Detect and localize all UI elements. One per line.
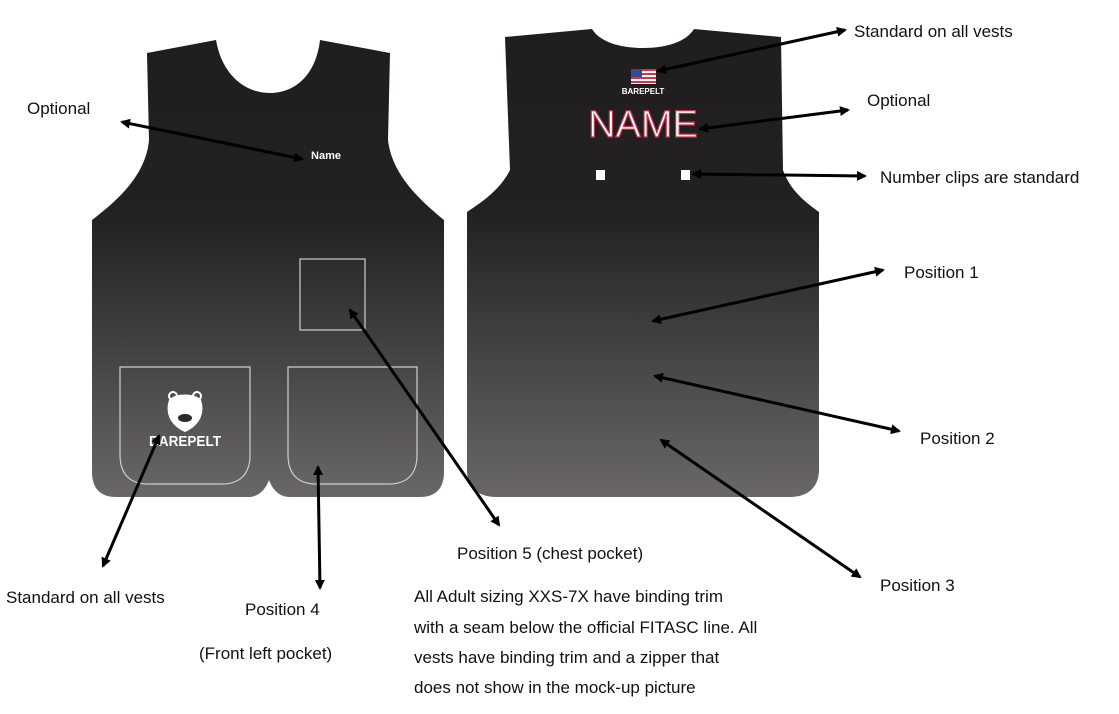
back-name-text: NAME bbox=[588, 104, 698, 146]
back-vest-body bbox=[467, 29, 819, 497]
number-clip-right bbox=[681, 170, 690, 180]
note-line: does not show in the mock-up picture bbox=[414, 678, 696, 697]
number-clip-left bbox=[596, 170, 605, 180]
front-logo-text: BAREPELT bbox=[149, 433, 221, 450]
label-position-3: Position 3 bbox=[880, 576, 955, 595]
back-brand-text: BAREPELT bbox=[622, 87, 665, 96]
arrow-optional-front bbox=[120, 118, 304, 163]
label-position-4-note: (Front left pocket) bbox=[199, 644, 332, 663]
arrow-position-3 bbox=[659, 438, 862, 579]
label-optional-back: Optional bbox=[867, 91, 930, 110]
label-position-4: Position 4 bbox=[245, 600, 320, 619]
chest-pocket-outline bbox=[299, 258, 366, 331]
note-line: vests have binding trim and a zipper tha… bbox=[414, 648, 720, 667]
arrow-position-2 bbox=[653, 372, 901, 435]
label-standard-bottom: Standard on all vests bbox=[6, 588, 165, 607]
front-vest-body bbox=[92, 40, 444, 497]
arrow-number-clips bbox=[691, 169, 867, 181]
label-position-2: Position 2 bbox=[920, 429, 995, 448]
arrow-position-5 bbox=[348, 308, 501, 527]
arrows bbox=[101, 26, 901, 590]
front-vest: Name BAREPELT bbox=[92, 40, 444, 497]
note-line: All Adult sizing XXS-7X have binding tri… bbox=[414, 587, 723, 606]
arrow-standard-bottom bbox=[101, 434, 161, 568]
binding-note: All Adult sizing XXS-7X have binding tri… bbox=[413, 587, 757, 697]
label-position-1: Position 1 bbox=[904, 263, 979, 282]
label-position-5: Position 5 (chest pocket) bbox=[457, 544, 643, 563]
arrow-standard-top bbox=[656, 26, 847, 75]
back-vest: BAREPELT NAME bbox=[467, 29, 819, 497]
us-flag-icon bbox=[631, 69, 656, 84]
label-number-clips: Number clips are standard bbox=[880, 168, 1079, 187]
front-name-text: Name bbox=[311, 150, 341, 162]
note-line: with a seam below the official FITASC li… bbox=[413, 618, 757, 637]
arrow-optional-back bbox=[698, 106, 850, 133]
arrow-position-1 bbox=[651, 266, 885, 325]
label-standard-top: Standard on all vests bbox=[854, 22, 1013, 41]
arrow-position-4 bbox=[313, 465, 325, 590]
bear-head-icon bbox=[167, 391, 203, 433]
label-optional-front: Optional bbox=[27, 99, 90, 118]
